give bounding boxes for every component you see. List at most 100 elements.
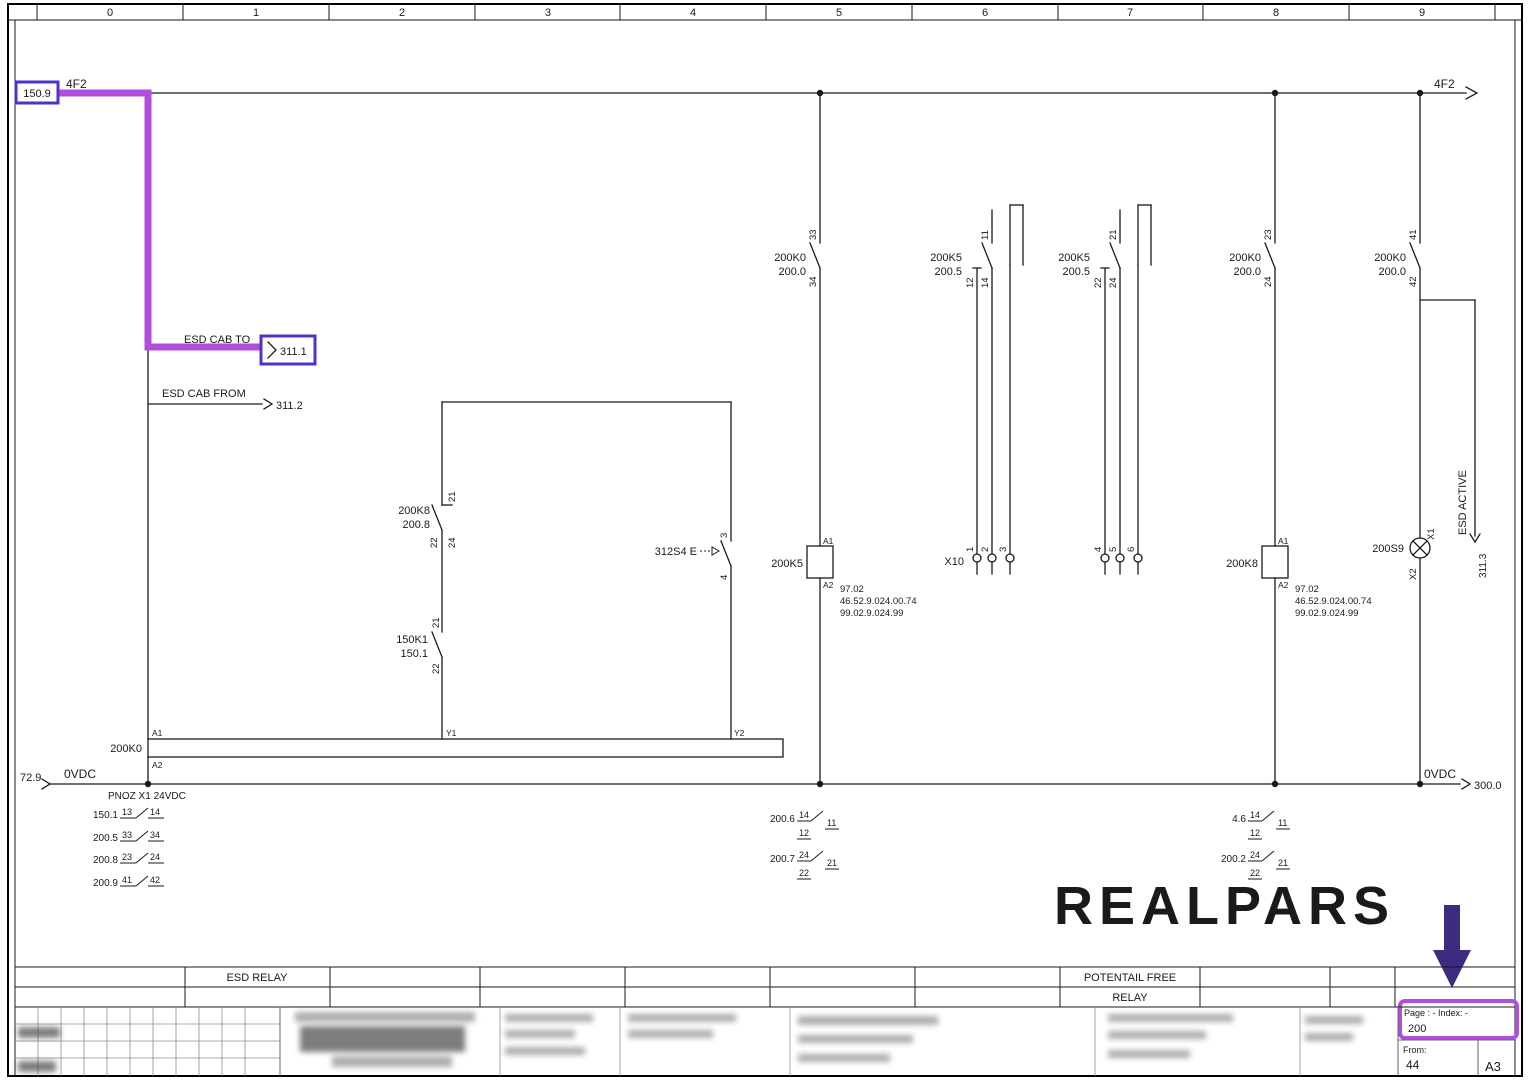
terminal-y1: Y1 <box>446 728 457 738</box>
order-ref: 46.52.9.024.00.74 <box>840 596 917 607</box>
chevron-right-icon <box>41 778 52 790</box>
coil-name: 200K0 <box>110 743 142 755</box>
xref-terminal: 24 <box>799 850 809 860</box>
terminal-circle <box>1133 553 1143 563</box>
esd-cab-to-label: ESD CAB TO <box>184 334 251 346</box>
terminal-number: X2 <box>1408 568 1419 580</box>
terminal-number: 12 <box>965 277 976 288</box>
page-info-block: Page : - Index: - 200 From: 44 A3 <box>1397 1007 1515 1076</box>
terminal-a1: A1 <box>823 536 834 546</box>
xref-terminal: 12 <box>799 828 809 838</box>
contact-page-ref: 200.0 <box>1233 266 1261 278</box>
terminal-strip-label: X10 <box>944 556 964 568</box>
contact-name: 200K8 <box>398 505 430 517</box>
xref-terminal: 24 <box>1250 850 1260 860</box>
rail-ref-left: 72.9 <box>20 772 41 784</box>
order-ref: 46.52.9.024.00.74 <box>1295 596 1372 607</box>
contact-150k1: 150K1 150.1 21 22 <box>396 617 442 674</box>
contact-page-ref: 200.8 <box>402 519 430 531</box>
xref-terminal: 14 <box>799 810 809 820</box>
ref-highlight-box-1509 <box>14 80 60 105</box>
lamp-name: 200S9 <box>1372 543 1404 555</box>
highlighted-wire-path <box>57 89 261 351</box>
x10-terminal: 6 <box>1126 547 1137 552</box>
terminal-a2: A2 <box>823 580 834 590</box>
offpage-ref: 311.3 <box>1478 553 1489 578</box>
order-ref: 97.02 <box>1295 584 1319 595</box>
xref-page: 150.1 <box>93 810 118 821</box>
ruler-number: 9 <box>1419 7 1425 19</box>
xref-terminal: 24 <box>150 852 160 862</box>
coil-name: 200K5 <box>771 558 803 570</box>
esd-cab-from-label: ESD CAB FROM <box>162 388 246 400</box>
from-label: From: <box>1403 1045 1427 1055</box>
contact-200k8: 200K8 200.8 21 22 24 <box>398 491 458 548</box>
terminal-number: 33 <box>808 229 819 240</box>
terminal-number: 22 <box>429 537 440 548</box>
terminal-a1: A1 <box>1278 536 1289 546</box>
xref-page: 200.8 <box>93 855 118 866</box>
ruler-number: 0 <box>107 7 113 19</box>
page-number: 200 <box>1408 1023 1426 1035</box>
xref-terminal: 22 <box>799 868 809 878</box>
branch-200k8-coil: 200K0 200.0 23 24 200K8 A1 A2 97.02 46.5… <box>1226 92 1372 785</box>
ruler-number: 1 <box>253 7 259 19</box>
rail-label-0vdc-right: 0VDC <box>1424 767 1456 781</box>
ruler-number: 4 <box>690 7 696 19</box>
contact-page-ref: 200.0 <box>1378 266 1406 278</box>
xref-table-mid-1: 200.6 14 11 12 200.7 24 21 22 <box>770 810 839 880</box>
ruler-number: 7 <box>1127 7 1133 19</box>
terminal-circle <box>987 553 997 563</box>
xref-terminal: 21 <box>827 858 837 868</box>
terminal-number: 14 <box>980 277 991 288</box>
xref-page: 200.5 <box>93 833 118 844</box>
chevron-right-icon <box>263 398 274 410</box>
ruler-number: 3 <box>545 7 551 19</box>
terminal-a2: A2 <box>152 760 163 770</box>
page-index-label: Page : - Index: - <box>1404 1008 1468 1018</box>
contact-name: 200K5 <box>1058 252 1090 264</box>
estop-312s4: 312S4 E 3 4 <box>655 533 730 580</box>
xref-terminal: 22 <box>1250 868 1260 878</box>
ref-highlight-box-3111 <box>259 334 317 366</box>
terminal-number: 34 <box>808 276 819 287</box>
terminal-number: 24 <box>447 537 458 548</box>
terminal-number: 23 <box>1263 229 1274 240</box>
terminal-number: 22 <box>1093 277 1104 288</box>
xref-terminal: 23 <box>122 852 132 862</box>
xref-page: 4.6 <box>1232 814 1246 825</box>
esd-active-label: ESD ACTIVE <box>1457 470 1469 535</box>
terminal-number: 21 <box>431 617 442 628</box>
page-border <box>7 3 1523 1077</box>
pnoz-relay-coil: 200K0 A1 A2 Y1 Y2 PNOZ X1 24VDC <box>108 728 784 802</box>
contact-name: 200K0 <box>1229 252 1261 264</box>
xref-terminal: 11 <box>1278 818 1287 828</box>
chevron-down-icon <box>1469 533 1481 544</box>
rail-label-4f2-left: 4F2 <box>66 77 87 91</box>
terminal-number: 4 <box>719 575 730 580</box>
xref-page: 200.2 <box>1221 854 1246 865</box>
coil-name: 200K8 <box>1226 558 1258 570</box>
branch-200k5-contact-b: 200K5 200.5 21 22 24 4 5 6 <box>1058 204 1152 575</box>
contact-name: 200K0 <box>774 252 806 264</box>
xref-terminal: 33 <box>122 830 132 840</box>
xref-terminal: 14 <box>150 807 160 817</box>
terminal-circle <box>1100 553 1110 563</box>
pnoz-note: PNOZ X1 24VDC <box>108 791 186 802</box>
xref-page: 200.9 <box>93 878 118 889</box>
contact-page-ref: 150.1 <box>400 648 428 660</box>
ruler-number: 5 <box>836 7 842 19</box>
coil-box <box>806 545 834 579</box>
xref-terminal: 34 <box>150 830 160 840</box>
column-ruler: 0 1 2 3 4 5 6 7 8 9 <box>36 4 1496 20</box>
xref-page: 200.7 <box>770 854 795 865</box>
order-ref: 99.02.9.024.99 <box>840 608 903 619</box>
paper-size: A3 <box>1485 1059 1501 1074</box>
contact-page-ref: 200.5 <box>1062 266 1090 278</box>
terminal-number: 24 <box>1263 276 1274 287</box>
chevron-right-icon <box>267 341 277 359</box>
contact-page-ref: 200.5 <box>934 266 962 278</box>
terminal-circle <box>1005 553 1015 563</box>
order-ref: 97.02 <box>840 584 864 595</box>
